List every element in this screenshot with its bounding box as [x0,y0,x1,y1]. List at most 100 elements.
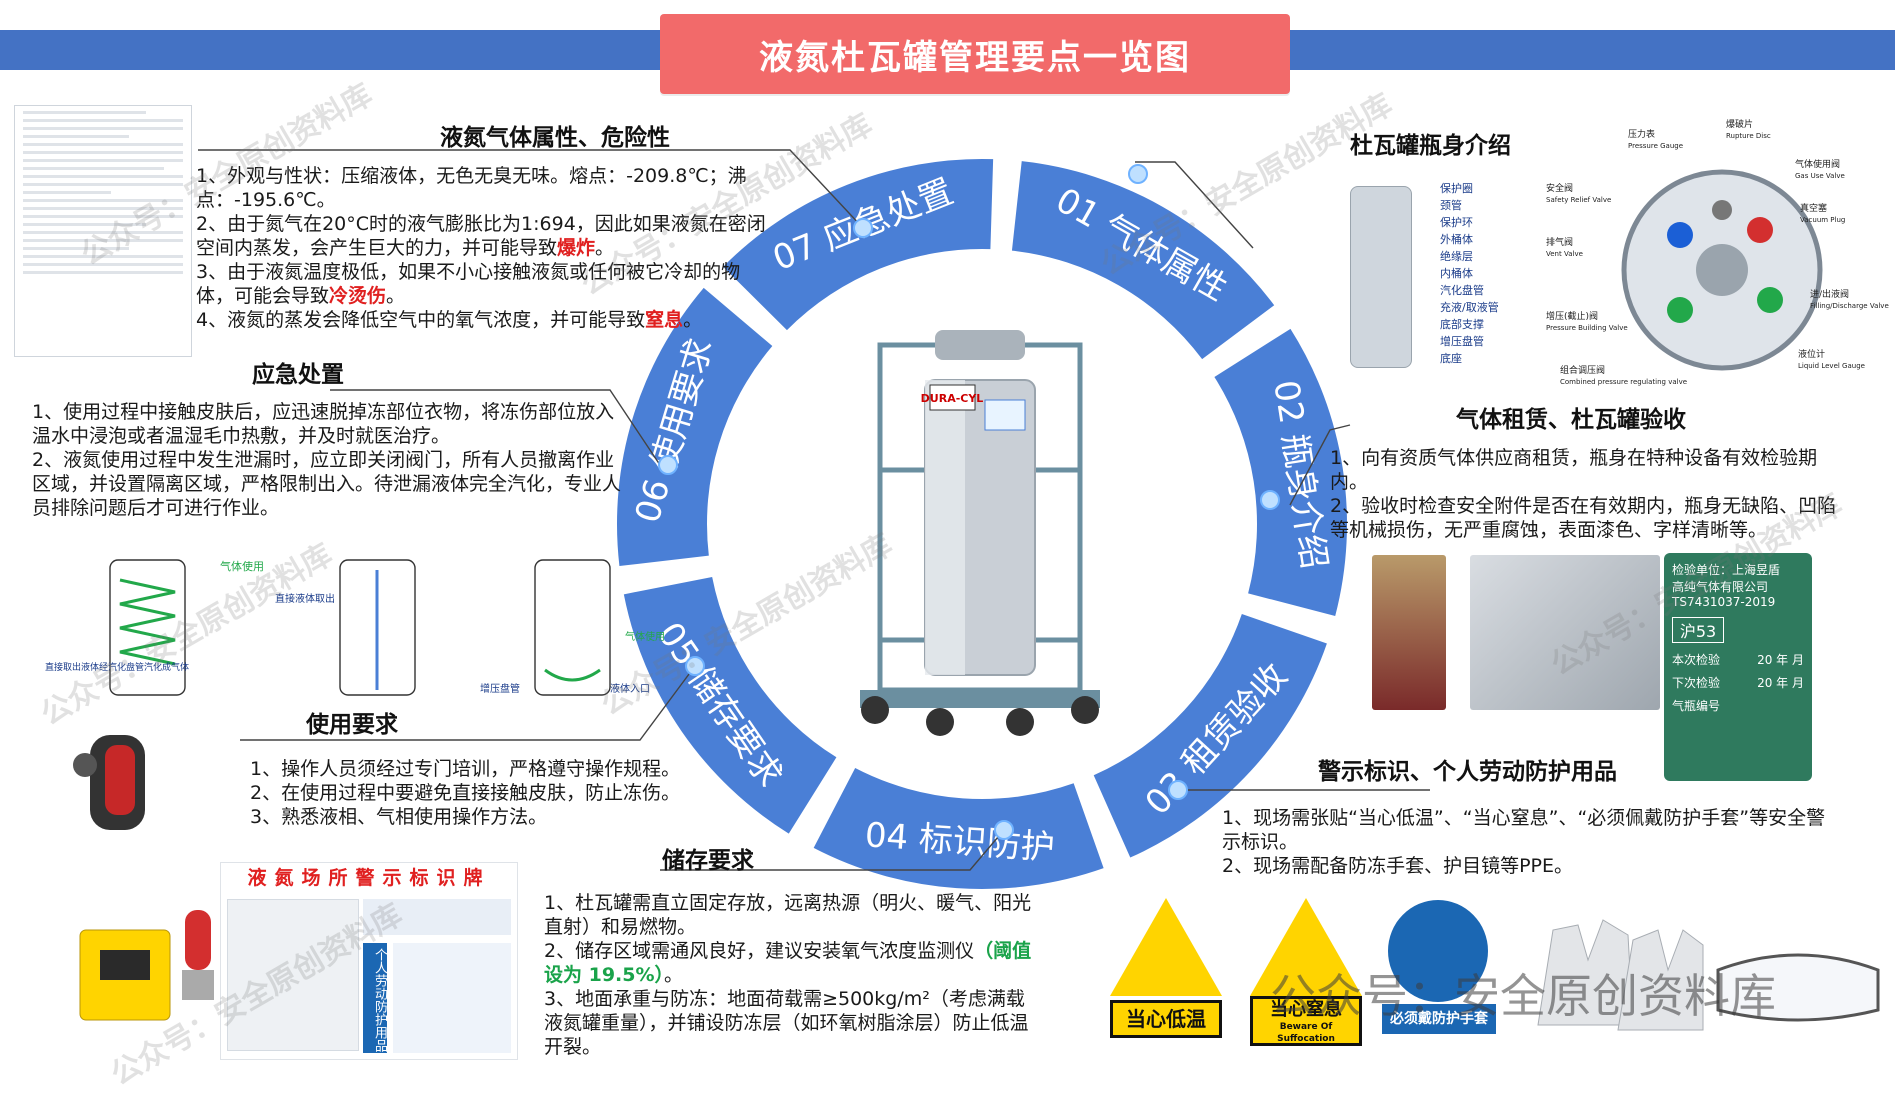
cylinder-cutaway-image [1350,186,1412,368]
msds-sheet-thumbnail [14,105,192,357]
cylinder-part-label: 增压盘管 [1440,335,1484,348]
cylinder-part-label: 保护圈 [1440,182,1473,195]
dot-ppe [1168,780,1188,800]
explosion-highlight: 爆炸 [557,237,596,259]
gas-line-1: 1、外观与性状：压缩液体，无色无臭无味。熔点：-209.8℃；沸点：-195.6… [196,165,747,211]
rental-line-2: 2、验收时检查安全附件是否在有效期内，瓶身无缺陷、凹陷等机械损伤，无严重腐蚀，表… [1330,495,1837,541]
warning-panel-notice [227,899,359,1051]
tag-line-3: TS7431037-2019 [1672,595,1776,609]
diagram-label-2: 直接液体取出 [275,592,335,605]
rental-line-1: 1、向有资质气体供应商租赁，瓶身在特种设备有效检验期内。 [1330,447,1818,493]
leader-body [1135,161,1254,249]
frostbite-highlight: 冷烫伤 [329,285,387,307]
use-line-3: 3、熟悉液相、气相使用操作方法。 [250,806,548,828]
suffocation-sign-icon [1250,898,1362,996]
gloves-mandatory-label: 必须戴防护手套 [1382,1004,1496,1034]
emergency-heading: 应急处置 [252,362,344,388]
breathing-apparatus-image [73,735,145,830]
ppe-line-1: 1、现场需张贴“当心低温”、“当心窒息”、“必须佩戴防护手套”等安全警示标识。 [1222,807,1826,853]
cylinder-part-label: 底座 [1440,352,1462,365]
body-heading: 杜瓦罐瓶身介绍 [1350,133,1511,159]
page-title: 液氮杜瓦罐管理要点一览图 [660,14,1290,94]
suffocation-highlight: 窒息 [645,309,684,331]
dot-storage [994,820,1014,840]
oxygen-detector-image [79,910,214,1021]
storage-text: 1、杜瓦罐需直立固定存放，远离热源（明火、暖气、阳光直射）和易燃物。 2、储存区… [544,891,1034,1059]
storage-heading: 储存要求 [662,848,754,874]
diagram-label-1: 气体使用 [220,559,264,573]
ppe-line-2: 2、现场需配备防冻手套、护目镜等PPE。 [1222,855,1574,877]
cylinder-cutaway: 保护圈颈管保护环外桶体绝缘层内桶体汽化盘管充液/取液管底部支撑增压盘管底座 [1350,176,1570,371]
suffocation-label-en: Beware Of Suffocation [1277,1022,1335,1044]
storage-line-2: 2、储存区域需通风良好，建议安装氧气浓度监测仪（阈值设为 19.5%）。 [544,940,1032,986]
storage-line-1: 1、杜瓦罐需直立固定存放，远离热源（明火、暖气、阳光直射）和易燃物。 [544,892,1032,938]
tag-line-1: 检验单位：上海昱盾 [1672,563,1781,577]
tag-line-2: 高纯气体有限公司 [1672,580,1769,594]
use-line-2: 2、在使用过程中要避免直接接触皮肤，防止冻伤。 [250,782,681,804]
cylinder-part-label: 充液/取液管 [1440,301,1499,314]
diagram-label-3: 直接取出液体经汽化盘管汽化成气体 [45,661,189,673]
use-heading: 使用要求 [306,712,398,738]
pass-label-photo [1470,555,1660,710]
valve-photo [1372,555,1446,710]
dot-rental [1260,490,1280,510]
diagram-label-5: 增压盘管 [480,682,520,695]
dot-use [685,656,705,676]
ring-segment-4 [813,768,1104,889]
warning-panel-title: 液氮场所警示标识牌 [247,867,491,889]
suffocation-label: 当心窒息 Beware Of Suffocation [1250,996,1362,1046]
valve-top-view-image [1621,169,1823,371]
warning-sign-panel: 液氮场所警示标识牌 个人劳动防护用品 [220,862,518,1060]
gas-heading: 液氮气体属性、危险性 [440,125,670,151]
warning-panel-side-label: 个人劳动防护用品 [363,943,387,1053]
emergency-line-1: 1、使用过程中接触皮肤后，应迅速脱掉冻部位衣物，将冻伤部位放入温水中浸泡或者温湿… [32,401,615,447]
use-text: 1、操作人员须经过专门培训，严格遵守操作规程。 2、在使用过程中要避免直接接触皮… [250,757,720,829]
emergency-line-2: 2、液氮使用过程中发生泄漏时，应立即关闭阀门，所有人员撤离作业区域，并设置隔离区… [32,449,622,519]
rental-text: 1、向有资质气体供应商租赁，瓶身在特种设备有效检验期内。 2、验收时检查安全附件… [1330,446,1850,542]
inspection-tag: 检验单位：上海昱盾 高纯气体有限公司 TS7431037-2019 沪53 本次… [1664,553,1812,781]
rental-heading: 气体租赁、杜瓦罐验收 [1456,407,1686,433]
ring-segment-7 [723,159,994,331]
cylinder-part-label: 内桶体 [1440,267,1473,280]
leader-emergency [330,389,661,466]
tag-plate: 沪53 [1672,617,1724,643]
diagram-label-6: 液体入口 [610,682,650,695]
dot-emergency [658,455,678,475]
dewar-cylinder-illustration: DURA-CYL [860,330,1100,736]
cylinder-part-labels: 保护圈颈管保护环外桶体绝缘层内桶体汽化盘管充液/取液管底部支撑增压盘管底座 [1440,180,1570,367]
emergency-text: 1、使用过程中接触皮肤后，应迅速脱掉冻部位衣物，将冻伤部位放入温水中浸泡或者温湿… [32,400,632,520]
use-line-1: 1、操作人员须经过专门培训，严格遵守操作规程。 [250,758,681,780]
ring-segment-3 [1093,614,1327,858]
leader-rental [1289,424,1351,506]
cylinder-part-label: 颈管 [1440,199,1462,212]
cylinder-part-label: 绝缘层 [1440,250,1473,263]
cylinder-part-label: 外桶体 [1440,233,1473,246]
gas-line-4: 4、液氮的蒸发会降低空气中的氧气浓度，并可能导致窒息。 [196,309,703,331]
ppe-text: 1、现场需张贴“当心低温”、“当心窒息”、“必须佩戴防护手套”等安全警示标识。 … [1222,806,1842,878]
low-temperature-sign-icon [1110,898,1222,996]
cylinder-part-label: 保护环 [1440,216,1473,229]
tag-row-number: 气瓶编号 [1672,699,1721,713]
dot-body [1128,164,1148,184]
leader-use [240,665,696,741]
usage-diagrams: 气体使用 直接液体取出 直接取出液体经汽化盘管汽化成气体 气体使用 增压盘管 液… [45,559,665,696]
cylinder-brand: DURA-CYL [921,392,984,405]
oxygen-threshold-highlight: （阈值设为 19.5%） [544,940,1032,986]
watermark-large: 公众号：安全原创资料库 [1270,969,1776,1023]
gas-line-2: 2、由于氮气在20°C时的液气膨胀比为1:694，因此如果液氮在密闭空间内蒸发，… [196,213,766,259]
storage-line-3: 3、地面承重与防冻：地面荷载需≥500kg/m²（考虑满载液氮罐重量），并铺设防… [544,988,1029,1058]
dot-gas [853,218,873,238]
low-temperature-label: 当心低温 [1110,1000,1222,1038]
cylinder-part-label: 汽化盘管 [1440,284,1484,297]
gas-line-3: 3、由于液氮温度极低，如果不小心接触液氮或任何被它冷却的物体，可能会导致冷烫伤。 [196,261,741,307]
